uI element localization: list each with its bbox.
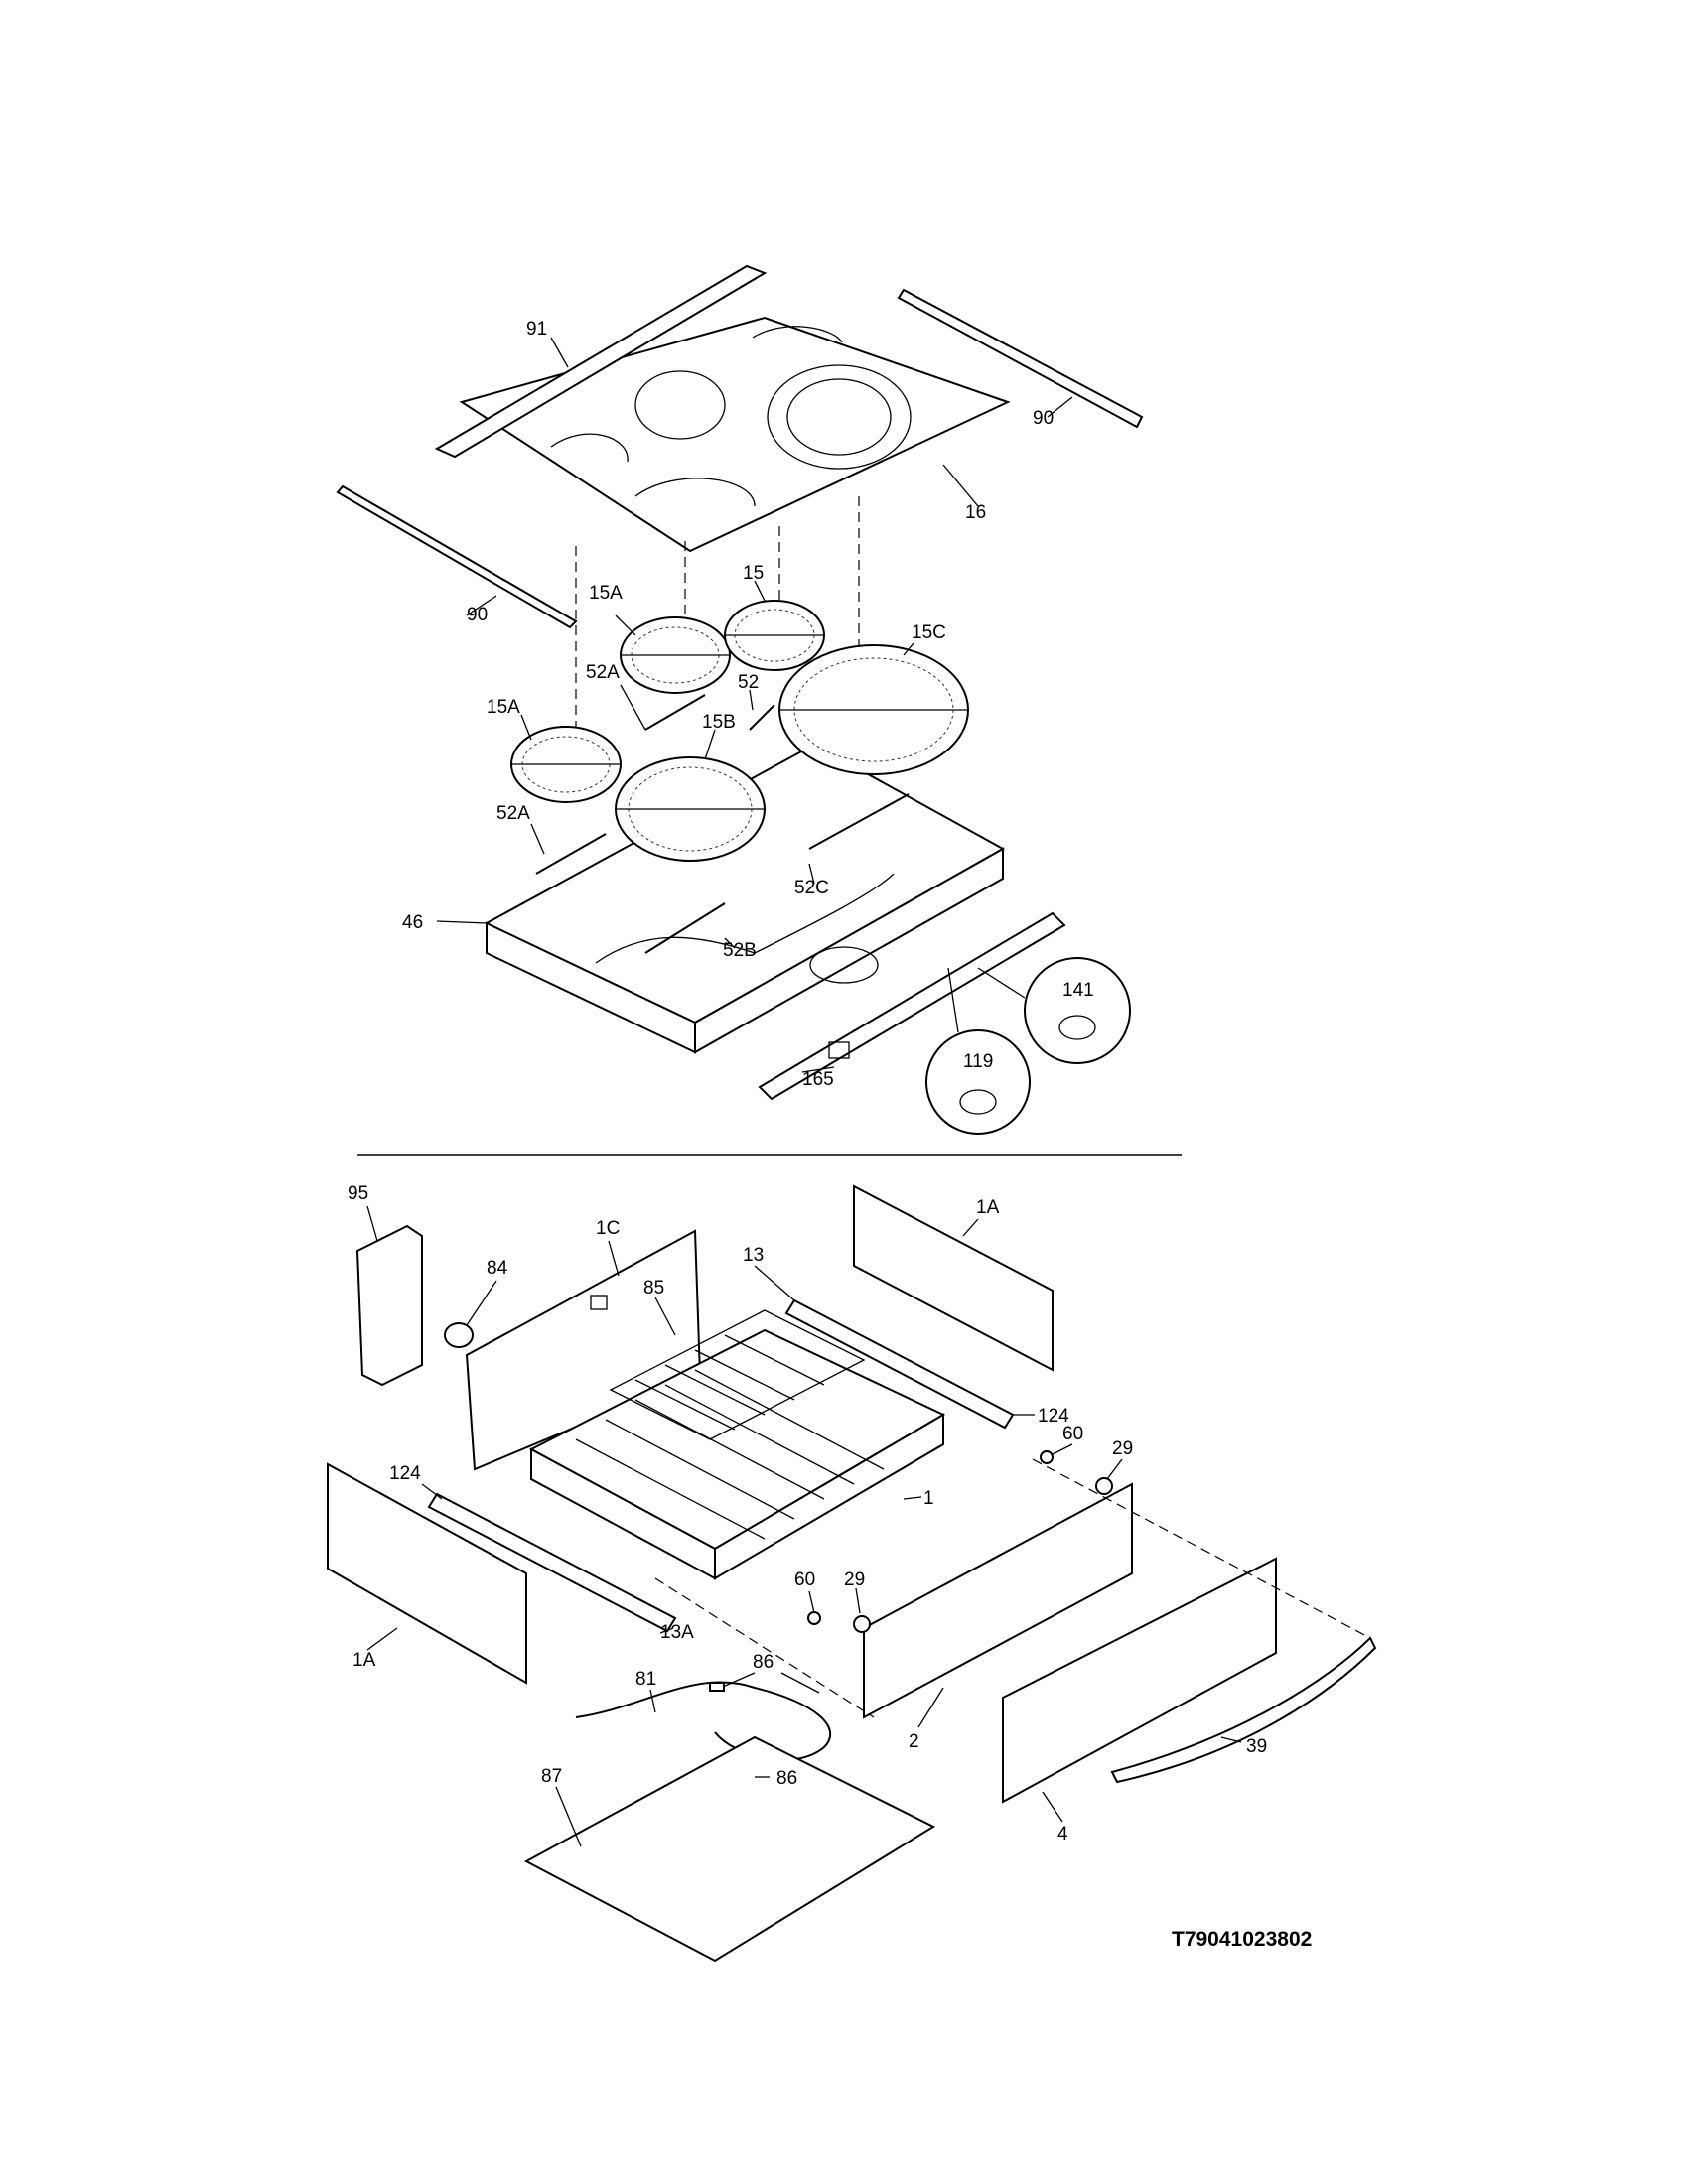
trim-strip-part-91 — [434, 264, 768, 459]
callout-1A-left: 1A — [352, 1650, 376, 1671]
radiant-element-part-15 — [724, 600, 825, 671]
callout-90-left: 90 — [467, 605, 488, 625]
radiant-element-part-15A-front — [510, 726, 622, 803]
callout-60-right: 60 — [1062, 1424, 1083, 1444]
callout-15A-front: 15A — [487, 697, 520, 718]
callout-13A: 13A — [660, 1622, 694, 1643]
callout-1C: 1C — [596, 1218, 620, 1239]
front-frame-part-2 — [863, 1482, 1133, 1719]
callout-15: 15 — [743, 563, 764, 584]
callout-1: 1 — [923, 1488, 934, 1509]
callout-52C: 52C — [794, 878, 829, 898]
callout-60-left: 60 — [794, 1570, 815, 1590]
screw-part-60-right — [1040, 1450, 1054, 1464]
nut-part-29-right — [1095, 1477, 1113, 1495]
callout-52: 52 — [738, 672, 759, 693]
callout-86-top: 86 — [753, 1652, 774, 1673]
callout-90-right: 90 — [1033, 408, 1054, 429]
callout-124-right: 124 — [1038, 1406, 1069, 1427]
callout-15C: 15C — [912, 622, 946, 643]
rack-part-85 — [609, 1309, 866, 1440]
control-bracket-part-165 — [758, 911, 1066, 1101]
diagram-code: T79041023802 — [1172, 1928, 1312, 1951]
callout-52A-front: 52A — [496, 803, 530, 824]
callout-165: 165 — [802, 1069, 834, 1090]
strap-part-52A-rear — [644, 694, 706, 731]
trim-strip-part-90-right — [897, 288, 1144, 429]
radiant-element-part-15C — [778, 644, 969, 775]
nut-part-29-left — [853, 1615, 871, 1633]
callout-13: 13 — [743, 1245, 764, 1266]
callout-86-bottom: 86 — [776, 1768, 797, 1789]
callout-46: 46 — [402, 912, 423, 933]
callout-2: 2 — [909, 1731, 919, 1752]
cover-part-95 — [355, 1224, 423, 1387]
callout-84: 84 — [487, 1258, 508, 1279]
strap-part-52C — [808, 793, 910, 850]
switch-part-84 — [444, 1322, 474, 1348]
screw-part-60-left — [807, 1611, 821, 1625]
callout-1A-right: 1A — [976, 1197, 1000, 1218]
callout-95: 95 — [348, 1183, 368, 1204]
strap-part-52B — [644, 902, 726, 954]
leader-lines — [366, 337, 1242, 1847]
callout-81: 81 — [635, 1669, 656, 1690]
clip-part-86-top — [709, 1682, 725, 1692]
side-panel-part-1A-left — [327, 1462, 527, 1685]
switch-detail-part-141 — [977, 957, 1131, 1064]
callout-15B: 15B — [702, 712, 736, 733]
drawer-body-part-1 — [528, 1328, 946, 1580]
glass-cooktop-part-16 — [459, 316, 1011, 553]
callout-labels: 91 90 16 90 15A 15 15C 52A 52 15A 15B 52… — [348, 319, 1267, 1844]
side-panel-part-1A-right — [853, 1184, 1054, 1372]
strap-part-52 — [749, 704, 775, 731]
callout-52B: 52B — [723, 940, 757, 961]
callout-39: 39 — [1246, 1736, 1267, 1757]
trim-strip-part-90-left — [336, 484, 578, 629]
heating-element-part-81 — [575, 1681, 831, 1761]
callout-87: 87 — [541, 1766, 562, 1787]
strap-part-52A-front — [535, 833, 607, 875]
warmer-drawer-assembly — [327, 1184, 1377, 1963]
callout-52A-rear: 52A — [586, 662, 620, 683]
callout-29-left: 29 — [844, 1570, 865, 1590]
slide-part-13 — [784, 1298, 1015, 1430]
cooktop-assembly — [336, 264, 1144, 1135]
callout-85: 85 — [643, 1278, 664, 1298]
callout-119: 119 — [963, 1051, 993, 1072]
drawer-front-part-4 — [1002, 1557, 1277, 1804]
callout-124-left: 124 — [389, 1463, 421, 1484]
callout-15A-rear: 15A — [589, 583, 623, 604]
callout-29-right: 29 — [1112, 1438, 1133, 1459]
bottom-panel-part-87 — [523, 1735, 936, 1963]
radiant-element-part-15A-rear — [620, 616, 731, 694]
callout-4: 4 — [1057, 1824, 1068, 1844]
callout-141: 141 — [1062, 980, 1094, 1001]
switch-detail-part-119 — [925, 967, 1031, 1135]
callout-16: 16 — [965, 502, 986, 523]
callout-91: 91 — [526, 319, 547, 340]
handle-part-39 — [1110, 1636, 1377, 1784]
radiant-element-part-15B — [615, 756, 766, 862]
